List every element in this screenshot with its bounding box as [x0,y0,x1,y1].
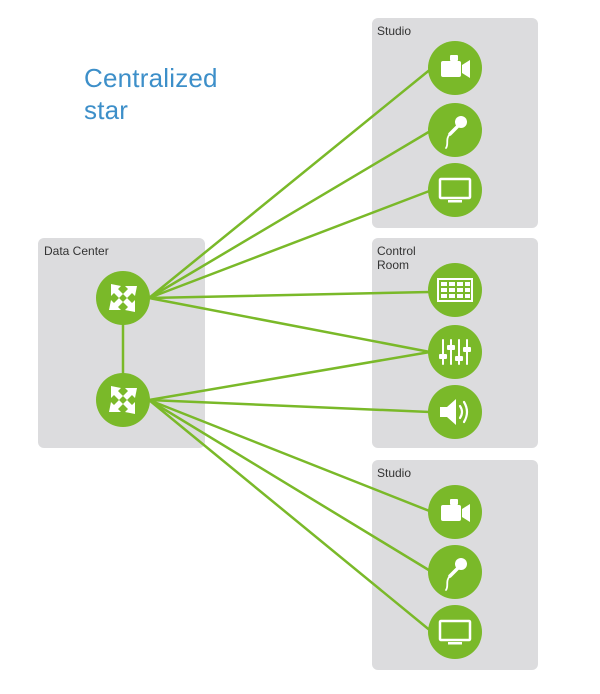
studio2-mic-node[interactable] [428,545,482,599]
control-mixer-node[interactable] [428,325,482,379]
link-switch-bottom-speaker [147,398,432,414]
studio1-camera-node[interactable] [428,41,482,95]
diagram-title: Centralized star [84,62,218,126]
diagram-title-line1: Centralized [84,63,218,93]
network-switch-icon [109,284,137,312]
monitor-icon [438,619,472,645]
studio2-camera-node[interactable] [428,485,482,539]
link-switch-bottom-studio2-mic [147,398,434,574]
multiviewer-icon [437,278,473,302]
panel-label-control-room-line1: Control [377,244,416,258]
studio1-mic-node[interactable] [428,103,482,157]
control-speaker-node[interactable] [428,385,482,439]
link-switch-top-studio1-camera [147,66,434,300]
control-multiviewer-node[interactable] [428,263,482,317]
link-switch-top-studio1-mic [147,128,434,300]
panel-label-studio-top: Studio [377,24,412,38]
panel-label-data-center: Data Center [44,244,109,258]
link-switch-top-studio1-display [147,188,434,300]
video-camera-icon [441,55,470,78]
switch-top-node[interactable] [96,271,150,325]
monitor-icon [438,177,472,203]
studio2-display-node[interactable] [428,605,482,659]
speaker-icon [440,399,469,425]
panel-label-studio-bottom: Studio [377,466,412,480]
microphone-icon [445,116,467,149]
diagram-title-line2: star [84,95,129,125]
network-switch-icon [109,386,137,414]
studio1-display-node[interactable] [428,163,482,217]
audio-mixer-icon [439,339,471,365]
microphone-icon [445,558,467,591]
link-switch-top-multiviewer [147,290,432,300]
panel-label-control-room: Control Room [377,244,416,272]
link-switch-bottom-studio2-display [147,398,434,634]
switch-bottom-node[interactable] [96,373,150,427]
panel-label-control-room-line2: Room [377,258,410,272]
link-switch-top-mixer [147,296,432,354]
link-switch-bottom-studio2-camera [147,398,434,514]
link-switch-bottom-mixer [147,350,432,402]
video-camera-icon [441,499,470,522]
